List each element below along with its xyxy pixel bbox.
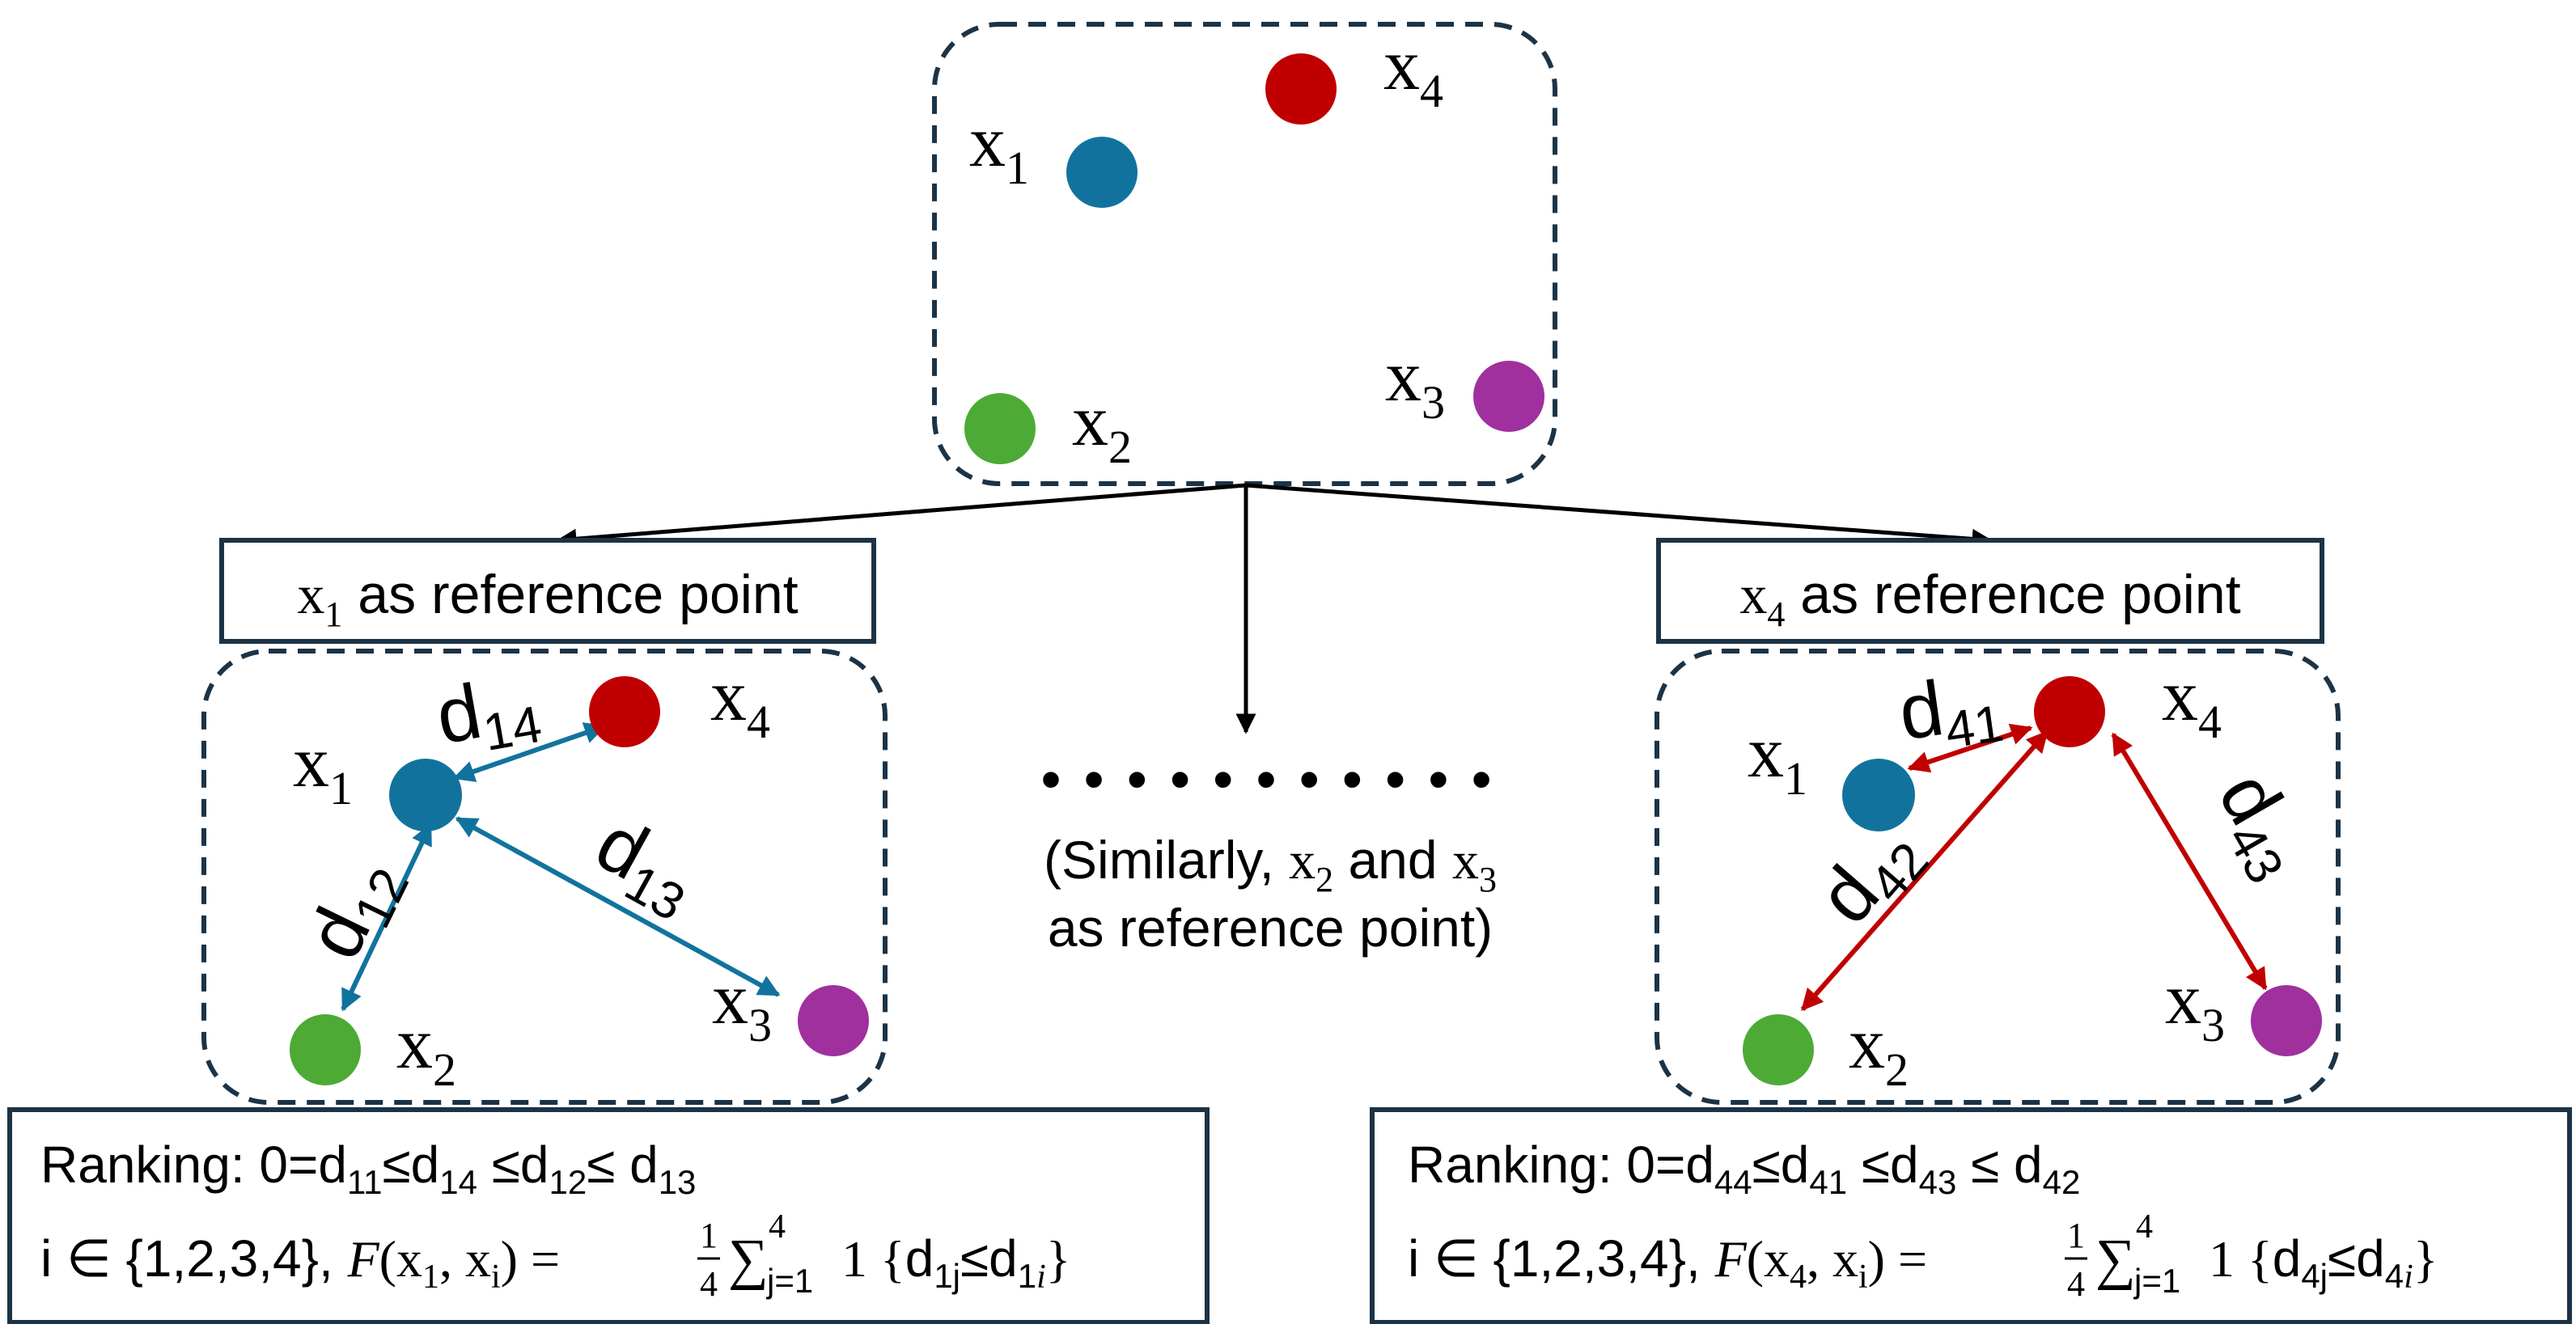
label-d41: d41 bbox=[1894, 657, 2007, 765]
right-point-x1 bbox=[1842, 759, 1915, 831]
right-ranking-box bbox=[1370, 1107, 2572, 1324]
middle-line-2: as reference point) bbox=[1048, 898, 1493, 958]
ellipsis-dots: • • • • • • • • • • • bbox=[1040, 747, 1494, 812]
label-x2: x2 bbox=[1072, 381, 1132, 473]
edge-d42 bbox=[1800, 730, 2049, 1012]
edge-d14 bbox=[452, 722, 607, 782]
right-point-x2 bbox=[1743, 1014, 1814, 1085]
left-branch: x1 as reference point x1 x4 x2 x3 d14 d1… bbox=[7, 538, 1210, 1324]
right-branch: x4 as reference point x1 x4 x2 x3 d41 d4… bbox=[1370, 538, 2572, 1324]
right-indicator: 1 {d4j≤d4i} bbox=[2209, 1229, 2438, 1296]
right-label-x2: x2 bbox=[1849, 1004, 1909, 1096]
top-panel: x1 x4 x2 x3 bbox=[932, 22, 1557, 486]
left-sum-symbol: ∑ bbox=[728, 1229, 769, 1291]
point-x1 bbox=[1066, 137, 1138, 208]
left-formula-line: i ∈ {1,2,3,4}, F(x1, xi) = bbox=[40, 1229, 560, 1296]
left-header-box bbox=[219, 538, 876, 644]
edge-d12 bbox=[341, 823, 433, 1012]
middle-line-1: (Similarly, x2 and x3 bbox=[1044, 830, 1497, 899]
left-label-x3: x3 bbox=[712, 959, 772, 1051]
right-sum-sup: 4 bbox=[2136, 1208, 2153, 1246]
left-header-text: x1 as reference point bbox=[297, 564, 798, 634]
left-label-x4: x4 bbox=[710, 656, 770, 748]
point-x2 bbox=[964, 393, 1036, 464]
right-point-x3 bbox=[2251, 985, 2322, 1056]
left-frac-den: 4 bbox=[700, 1264, 718, 1304]
point-x4 bbox=[1265, 53, 1337, 125]
right-point-x4 bbox=[2034, 676, 2105, 747]
left-sum-sub: j=1 bbox=[765, 1262, 813, 1300]
branch-arrows bbox=[556, 483, 1993, 734]
point-x3 bbox=[1473, 361, 1544, 432]
middle-note: • • • • • • • • • • • (Similarly, x2 and… bbox=[1040, 747, 1497, 958]
arrow-to-left-branch bbox=[556, 483, 1247, 549]
left-sum-sup: 4 bbox=[769, 1208, 786, 1246]
right-label-x1: x1 bbox=[1748, 713, 1807, 805]
left-formula-tail: 1 4 ∑ 4 j=1 1 {d1j≤d1i} bbox=[697, 1208, 1070, 1304]
label-d14: d14 bbox=[430, 658, 545, 769]
left-point-x3 bbox=[798, 985, 869, 1056]
right-header-box bbox=[1656, 538, 2324, 644]
label-d12: d12 bbox=[290, 843, 421, 975]
edge-d13 bbox=[455, 816, 781, 997]
left-points-frame bbox=[201, 649, 888, 1105]
left-indicator: 1 {d1j≤d1i} bbox=[841, 1229, 1070, 1296]
label-d13: d13 bbox=[578, 800, 712, 933]
left-ranking-box bbox=[7, 1107, 1210, 1324]
left-ranking-line: Ranking: 0=d11≤d14 ≤d12≤ d13 bbox=[40, 1136, 696, 1201]
left-label-x2: x2 bbox=[396, 1004, 456, 1096]
right-label-x3: x3 bbox=[2165, 959, 2225, 1051]
right-ranking-line: Ranking: 0=d44≤d41 ≤d43 ≤ d42 bbox=[1408, 1136, 2080, 1201]
left-point-x1 bbox=[389, 759, 462, 831]
label-x1: x1 bbox=[969, 102, 1029, 194]
right-formula-tail: 1 4 ∑ 4 j=1 1 {d4j≤d4i} bbox=[2065, 1208, 2438, 1304]
right-header-text: x4 as reference point bbox=[1739, 564, 2240, 634]
edge-d43 bbox=[2111, 732, 2268, 991]
right-frac-den: 4 bbox=[2067, 1264, 2085, 1304]
left-frac-num: 1 bbox=[700, 1216, 718, 1255]
left-label-x1: x1 bbox=[293, 722, 353, 814]
right-points-frame bbox=[1654, 649, 2341, 1105]
right-sum-symbol: ∑ bbox=[2095, 1229, 2136, 1291]
right-sum-sub: j=1 bbox=[2133, 1262, 2180, 1300]
arrow-to-right-branch bbox=[1245, 483, 1993, 549]
right-label-x4: x4 bbox=[2162, 656, 2222, 748]
label-x3: x3 bbox=[1385, 336, 1445, 429]
right-formula-line: i ∈ {1,2,3,4}, F(x4, xi) = bbox=[1408, 1229, 1927, 1296]
label-d43: d43 bbox=[2194, 758, 2327, 893]
label-x4: x4 bbox=[1383, 25, 1443, 117]
right-frac-num: 1 bbox=[2067, 1216, 2085, 1255]
left-point-x4 bbox=[589, 676, 660, 747]
left-point-x2 bbox=[290, 1014, 361, 1085]
